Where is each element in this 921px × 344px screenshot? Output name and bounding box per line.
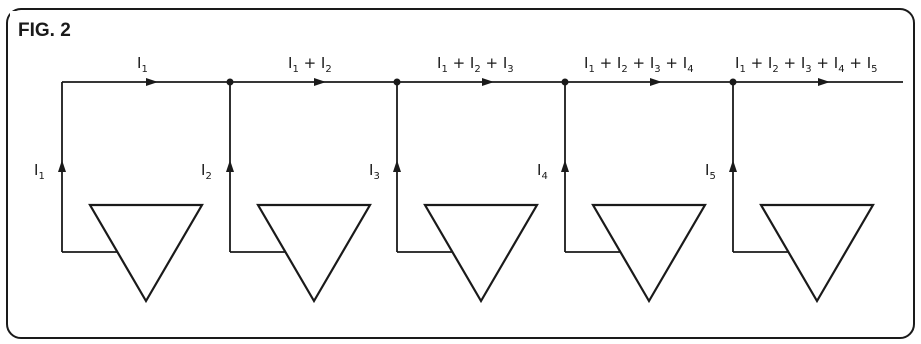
bus-current-arrow-4 — [650, 78, 662, 86]
current-source-triangle-4 — [591, 203, 707, 304]
bus-current-label-5: I1 + I2 + I3 + I4 + I5 — [735, 54, 878, 75]
upward-current-arrow-2 — [226, 160, 234, 172]
junction-dot-2 — [226, 78, 234, 86]
current-source-triangle-2 — [256, 203, 372, 304]
source-current-label-4: I4 — [537, 161, 548, 182]
junction-dot-3 — [393, 78, 401, 86]
current-source-triangle-3 — [423, 203, 539, 304]
bus-current-arrow-2 — [314, 78, 326, 86]
bus-current-label-1: I1 — [137, 54, 148, 75]
upward-current-arrow-3 — [393, 160, 401, 172]
bus-current-label-2: I1 + I2 — [288, 54, 332, 75]
junction-dot-4 — [561, 78, 569, 86]
source-current-label-1: I1 — [34, 161, 45, 182]
bus-current-arrow-5 — [818, 78, 830, 86]
figure-label-background — [10, 11, 112, 41]
upward-current-arrow-4 — [561, 160, 569, 172]
source-current-label-5: I5 — [705, 161, 716, 182]
figure-label: FIG. 2 — [18, 20, 71, 41]
bus-current-arrow-1 — [146, 78, 158, 86]
current-source-triangle-1 — [88, 203, 204, 304]
upward-current-arrow-5 — [729, 160, 737, 172]
junction-dot-5 — [729, 78, 737, 86]
bus-current-label-4: I1 + I2 + I3 + I4 — [584, 54, 694, 75]
bus-current-label-3: I1 + I2 + I3 — [437, 54, 514, 75]
source-current-label-2: I2 — [201, 161, 212, 182]
bus-current-arrow-3 — [482, 78, 494, 86]
upward-current-arrow-1 — [58, 160, 66, 172]
source-current-label-3: I3 — [369, 161, 380, 182]
current-source-triangle-5 — [759, 203, 875, 304]
figure-frame — [6, 8, 915, 339]
